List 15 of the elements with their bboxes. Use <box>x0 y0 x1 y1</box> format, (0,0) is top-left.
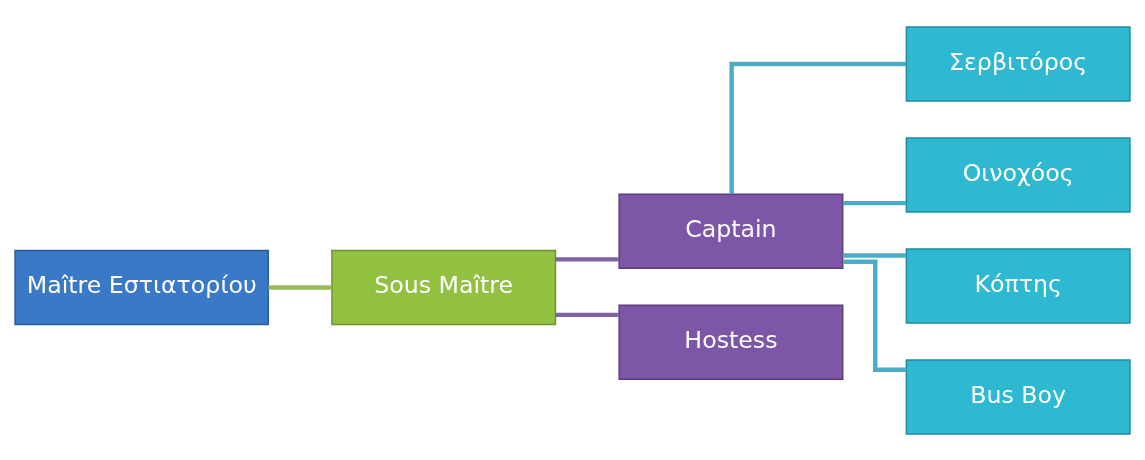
connector <box>555 312 619 317</box>
node-box: Bus Boy <box>905 358 1131 435</box>
node-box: Οινοχόος <box>905 136 1131 213</box>
node-box: Captain <box>618 193 844 269</box>
connector <box>842 200 907 205</box>
node-box: Maître Εστιατορίου <box>14 249 269 325</box>
connector <box>843 259 907 372</box>
connector <box>729 61 907 194</box>
node-box: Sous Maître <box>331 249 557 325</box>
node-box: Σερβιτόρος <box>905 25 1131 102</box>
node-box: Hostess <box>618 304 844 380</box>
connector <box>842 252 907 258</box>
node-box: Κόπτης <box>905 247 1131 324</box>
connector <box>555 256 619 262</box>
connector <box>268 284 332 290</box>
